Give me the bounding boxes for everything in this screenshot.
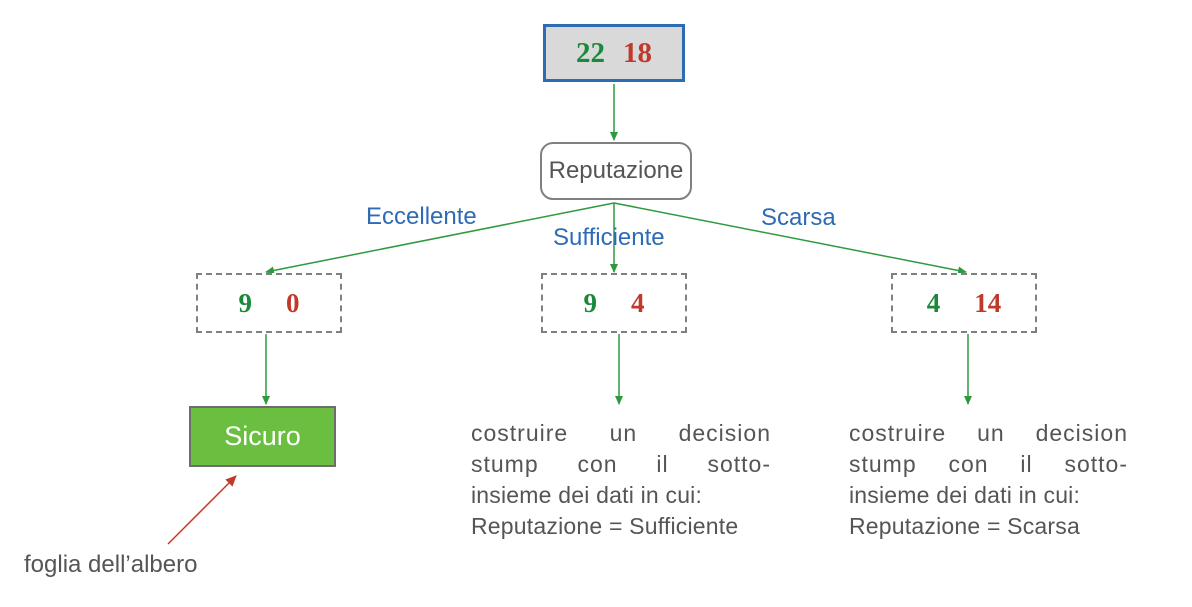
root-node: 22 18 <box>543 24 685 82</box>
leaf-node-sicuro: Sicuro <box>189 406 336 467</box>
note-line: costruire un decision <box>471 420 771 446</box>
note-line: insieme dei dati in cui: <box>471 482 703 508</box>
note-line: insieme dei dati in cui: <box>849 482 1081 508</box>
leaf-caption: foglia dell’albero <box>24 551 198 578</box>
leaf-pointer-arrow <box>167 475 237 545</box>
note-line: costruire un decision <box>849 420 1128 446</box>
note-line: Reputazione = Scarsa <box>849 513 1080 539</box>
root-negative-count: 18 <box>623 36 652 69</box>
edge-eccellente <box>265 202 615 275</box>
edge-scarsa <box>613 202 967 275</box>
attribute-label: Reputazione <box>548 157 684 184</box>
attribute-node: Reputazione <box>540 142 692 200</box>
note-line: stump con il sotto- <box>849 451 1128 477</box>
root-positive-count: 22 <box>576 36 605 69</box>
negative-count: 4 <box>631 287 645 318</box>
negative-count: 0 <box>286 287 300 318</box>
count-box-scarsa: 4 14 <box>891 273 1037 333</box>
positive-count: 9 <box>583 287 598 318</box>
branch-label-scarsa: Scarsa <box>761 204 836 231</box>
count-box-sufficiente: 9 4 <box>541 273 687 333</box>
branch-label-eccellente: Eccellente <box>366 203 477 230</box>
note-sufficiente: costruire un decision stump con il sotto… <box>471 418 771 542</box>
positive-count: 9 <box>238 287 253 318</box>
note-line: Reputazione = Sufficiente <box>471 513 739 539</box>
branch-label-sufficiente: Sufficiente <box>553 224 665 251</box>
positive-count: 4 <box>926 287 941 318</box>
leaf-label: Sicuro <box>224 421 301 451</box>
negative-count: 14 <box>974 287 1002 318</box>
count-box-eccellente: 9 0 <box>196 273 342 333</box>
note-scarsa: costruire un decision stump con il sotto… <box>849 418 1128 542</box>
note-line: stump con il sotto- <box>471 451 771 477</box>
